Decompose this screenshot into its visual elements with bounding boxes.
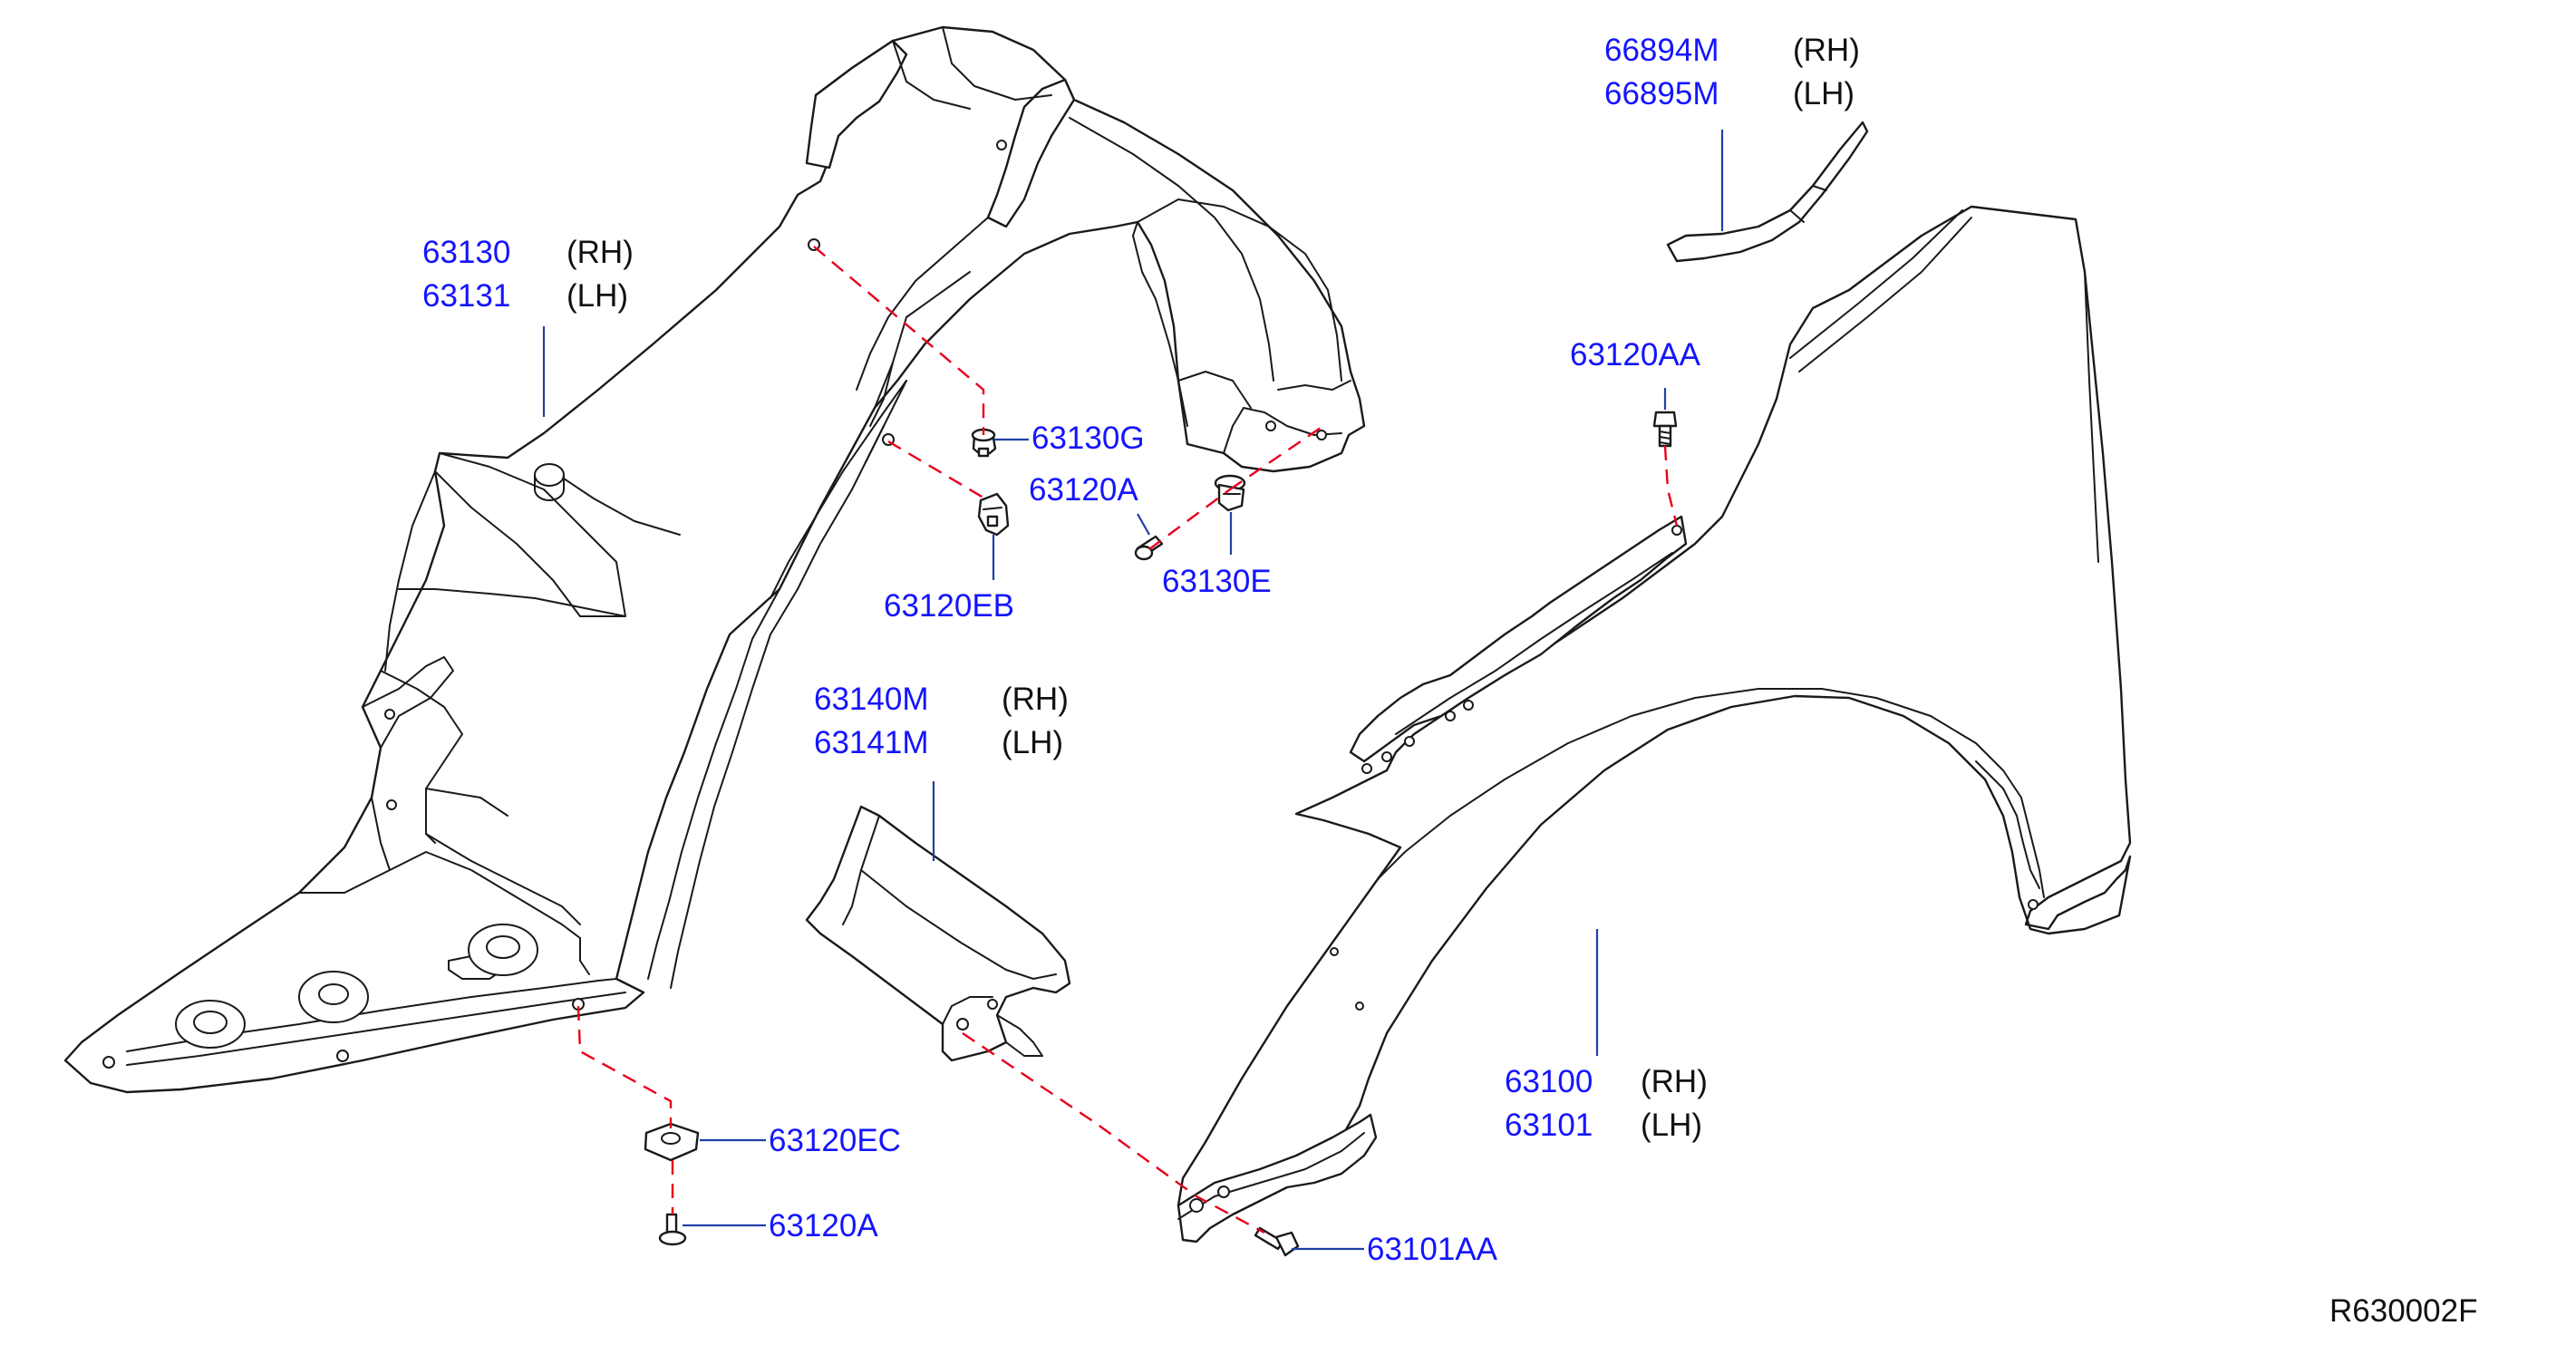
label-63100: 63100 bbox=[1505, 1064, 1593, 1099]
label-66894m: 66894M bbox=[1604, 33, 1719, 68]
label-63120a-upper: 63120A bbox=[1029, 472, 1138, 508]
label-63141m: 63141M bbox=[814, 725, 928, 760]
label-lh-63131: (LH) bbox=[567, 278, 628, 314]
bolt-63101aa-part[interactable] bbox=[1254, 1226, 1300, 1257]
front-fender-part[interactable] bbox=[1177, 205, 2132, 1243]
label-lh-63101: (LH) bbox=[1641, 1108, 1702, 1143]
clip-63120eb-part[interactable] bbox=[977, 492, 1010, 537]
screw-upper-part[interactable] bbox=[1134, 535, 1164, 561]
bolt-63120aa-part[interactable] bbox=[1652, 411, 1678, 448]
label-63131: 63131 bbox=[422, 278, 510, 314]
label-63130g: 63130G bbox=[1031, 421, 1145, 456]
label-rh-63130: (RH) bbox=[567, 235, 634, 270]
label-rh-63100: (RH) bbox=[1641, 1064, 1708, 1099]
label-lh-66895m: (LH) bbox=[1793, 76, 1855, 111]
fender-insulator-part[interactable] bbox=[1666, 121, 1869, 263]
leader-lines bbox=[542, 130, 1724, 1251]
label-63101: 63101 bbox=[1505, 1108, 1593, 1143]
label-63140m: 63140M bbox=[814, 682, 928, 717]
label-63130e: 63130E bbox=[1162, 564, 1272, 599]
screw-lower-part[interactable] bbox=[658, 1213, 687, 1246]
label-63120a-lower: 63120A bbox=[769, 1208, 878, 1243]
label-63101aa: 63101AA bbox=[1367, 1232, 1498, 1267]
label-front-fender: 63100 (RH) 63101 (LH) bbox=[1505, 1064, 1708, 1143]
label-66895m: 66895M bbox=[1604, 76, 1719, 111]
label-front-seal: 63140M (RH) 63141M (LH) bbox=[814, 682, 1069, 760]
front-seal-part[interactable] bbox=[805, 805, 1071, 1062]
fender-protector-part[interactable] bbox=[63, 25, 1366, 1094]
label-63120eb: 63120EB bbox=[884, 588, 1014, 624]
grommet-63130e-part[interactable] bbox=[1214, 474, 1246, 512]
label-rh-66894m: (RH) bbox=[1793, 33, 1860, 68]
clip-63120ec-part[interactable] bbox=[644, 1122, 700, 1162]
label-fender-protector: 63130 (RH) 63131 (LH) bbox=[422, 235, 634, 314]
label-63130: 63130 bbox=[422, 235, 510, 270]
label-63120ec: 63120EC bbox=[769, 1123, 901, 1158]
label-insulator: 66894M (RH) 66895M (LH) bbox=[1604, 33, 1860, 111]
assembly-lines bbox=[576, 246, 1679, 1234]
label-63120aa: 63120AA bbox=[1570, 337, 1701, 373]
figure-reference-code: R630002F bbox=[2329, 1293, 2477, 1329]
label-lh-63141m: (LH) bbox=[1002, 725, 1063, 760]
label-rh-63140m: (RH) bbox=[1002, 682, 1069, 717]
